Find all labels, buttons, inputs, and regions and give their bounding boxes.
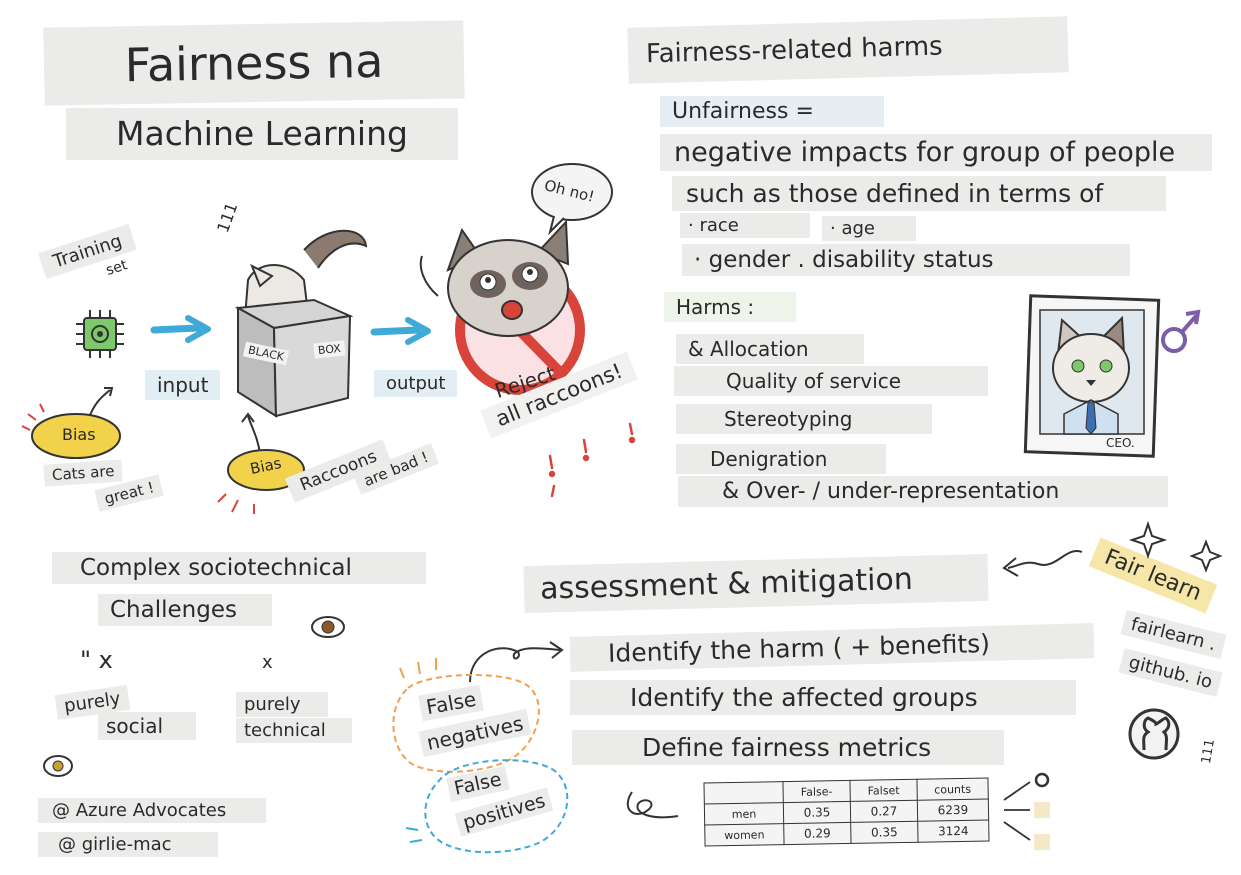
gender-label: · gender . disability status	[682, 244, 1130, 276]
harms-title: Fairness-related harms	[627, 16, 1069, 84]
bias-left-label: Bias	[62, 425, 96, 444]
eye-icon	[43, 755, 73, 777]
harms-line2: such as those defined in terms of	[672, 176, 1166, 211]
table-row: women 0.29 0.35 3124	[704, 820, 990, 846]
social-label: social	[98, 712, 196, 740]
sparkle-icon	[1128, 520, 1223, 573]
output-label: output	[374, 370, 458, 397]
cats-label: Cats are	[43, 459, 124, 487]
input-label: input	[145, 370, 221, 400]
race-label: · race	[680, 213, 810, 238]
table-cell: 6239	[917, 799, 989, 822]
title-line1: Fairness na	[43, 20, 465, 106]
github-icon	[1128, 708, 1180, 760]
harm-quality-of-service: Quality of service	[674, 366, 988, 396]
harm-representation: & Over- / under-representation	[678, 476, 1168, 507]
github-marks: 111	[1198, 737, 1218, 766]
box-label: BOX	[313, 340, 346, 359]
branch-marks	[1003, 772, 1050, 850]
step-define-metrics: Define fairness metrics	[572, 730, 1004, 765]
fairness-metrics-table: False- Falset counts men 0.35 0.27 6239 …	[703, 777, 990, 847]
harms-label: Harms :	[664, 292, 796, 322]
alarm-marks	[548, 422, 636, 498]
curved-arrow-icon	[469, 641, 564, 683]
age-label: · age	[822, 216, 916, 241]
black-box-cat-illustration	[234, 229, 368, 418]
arrow-right-icon	[370, 317, 431, 345]
credit-girlie-mac: @ girlie-mac	[38, 832, 218, 857]
harms-line1: negative impacts for group of people	[660, 134, 1212, 171]
harm-stereotyping: Stereotyping	[676, 404, 932, 434]
harm-denigration: Denigration	[676, 444, 886, 474]
speech-bubble	[531, 163, 613, 236]
false-negatives-cloud	[392, 658, 540, 773]
ceo-label: CEO.	[1106, 436, 1135, 450]
chip-icon	[76, 310, 124, 358]
table-cell-group: men	[704, 802, 784, 825]
title-line2: Machine Learning	[66, 108, 458, 160]
eye-icon	[311, 616, 345, 638]
unfairness-label: Unfairness =	[660, 96, 884, 127]
table-cell-group: women	[704, 823, 785, 846]
training-set-sublabel: set	[104, 257, 130, 279]
purely-technical-label: purely	[236, 692, 328, 717]
technical-label: technical	[236, 718, 352, 743]
table-cell: 0.35	[850, 821, 919, 844]
challenges-title-line1: Complex sociotechnical	[52, 552, 426, 584]
arrow-left-icon	[1002, 550, 1083, 577]
table-cell: 0.35	[783, 801, 851, 824]
ceo-cat-portrait	[1023, 294, 1161, 458]
challenges-title-line2: Challenges	[98, 594, 272, 626]
harm-allocation: & Allocation	[676, 334, 864, 364]
table-cell: 0.29	[783, 822, 852, 845]
tech-mark: x	[262, 652, 273, 673]
credit-azure-advocates: @ Azure Advocates	[38, 798, 266, 823]
bias-left-bubble	[21, 387, 121, 459]
table-header-cell	[703, 781, 784, 804]
table-header-cell: counts	[916, 778, 989, 801]
swirl-arrow-icon	[626, 791, 679, 819]
social-mark: " x	[80, 646, 113, 674]
table-cell: 3124	[917, 820, 990, 843]
assessment-title: assessment & mitigation	[523, 553, 989, 614]
false-positives-cloud	[405, 759, 569, 854]
table-header-cell: Falset	[849, 779, 918, 802]
step-identify-harm: Identify the harm ( + benefits)	[569, 623, 1095, 672]
table-header-cell: False-	[782, 780, 851, 803]
table-cell: 0.27	[850, 800, 918, 823]
arrow-right-icon	[150, 315, 211, 343]
raccoon-reject-illustration	[419, 219, 585, 395]
step-identify-groups: Identify the affected groups	[570, 680, 1076, 715]
male-symbol-icon	[1161, 309, 1201, 353]
